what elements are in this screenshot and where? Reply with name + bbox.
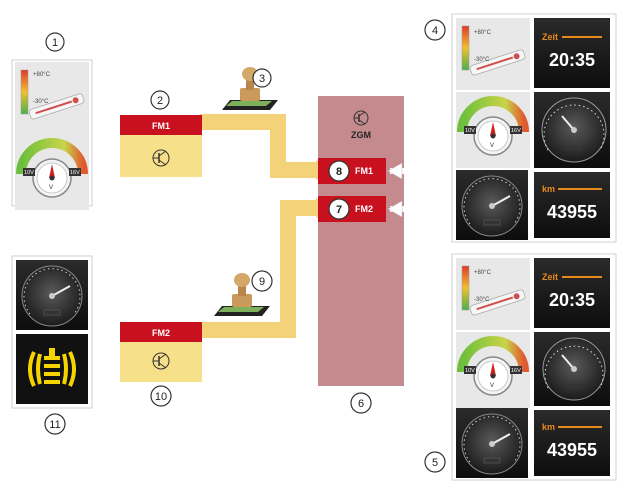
temp-high-text: +80°C <box>474 30 492 36</box>
fm1-module: FM1 <box>120 115 202 177</box>
callout-1-badge <box>45 32 65 52</box>
fm2-label: FM2 <box>152 328 170 338</box>
zgm-fm1-slot <box>318 158 386 184</box>
transistor-symbol-icon <box>353 110 369 126</box>
callout-8: 8 <box>336 166 342 178</box>
temp-high-text: +80°C <box>474 270 492 276</box>
callout-6-badge <box>350 392 372 414</box>
callout-2: 2 <box>157 95 163 107</box>
callout-8-badge <box>328 160 350 182</box>
callout-4-badge <box>424 19 446 41</box>
transistor-symbol-icon <box>152 352 170 370</box>
time-value: 20:35 <box>549 50 595 70</box>
fm1-label: FM1 <box>152 121 170 131</box>
volt-right-text: 16V <box>511 368 521 374</box>
time-value: 20:35 <box>549 290 595 310</box>
callout-3: 3 <box>259 73 265 85</box>
time-tile <box>534 258 610 328</box>
stamp-icon <box>222 67 278 110</box>
callout-9: 9 <box>259 276 265 288</box>
km-tile <box>534 410 610 476</box>
time-tile <box>534 18 610 88</box>
km-value: 43955 <box>547 440 597 460</box>
arrow-to-zgm-fm2 <box>387 200 403 218</box>
arrow-to-zgm-fm1 <box>387 162 403 180</box>
callout-6: 6 <box>358 398 364 410</box>
temp-high-text: +80°C <box>33 72 51 78</box>
zgm-fm2-label: FM2 <box>355 204 373 214</box>
callout-1: 1 <box>52 37 58 49</box>
volt-left-text: 10V <box>465 368 475 374</box>
zgm-label: ZGM <box>351 130 371 140</box>
km-tile <box>534 172 610 238</box>
km-title: km <box>542 422 555 432</box>
callout-10: 10 <box>155 391 167 403</box>
fm2-module: FM2 <box>120 322 202 382</box>
volt-right-text: 16V <box>70 170 80 176</box>
callout-11: 11 <box>49 419 60 431</box>
volt-left-text: 10V <box>24 170 34 176</box>
callout-7: 7 <box>336 204 342 216</box>
volt-unit-text: V <box>490 383 494 389</box>
callout-2-badge <box>150 90 170 110</box>
volt-unit-text: V <box>490 143 494 149</box>
time-title: Zeit <box>542 272 558 282</box>
callout-5-badge <box>424 451 446 473</box>
zgm-module: ZGM FM1 FM2 <box>318 96 404 386</box>
callout-4: 4 <box>432 25 438 37</box>
speedometer-icon <box>15 259 89 331</box>
km-title: km <box>542 184 555 194</box>
temp-low-text: -30°C <box>474 297 490 303</box>
stamp-icon <box>214 273 270 316</box>
glow-plug-warning-icon <box>16 334 88 404</box>
temp-low-text: -30°C <box>33 99 49 105</box>
volt-unit-text: V <box>49 185 53 191</box>
volt-right-text: 16V <box>511 128 521 134</box>
callout-5: 5 <box>432 457 438 469</box>
callout-9-badge <box>251 270 273 292</box>
sensor-panel-11 <box>11 255 93 409</box>
callout-10-badge <box>150 385 172 407</box>
volt-left-text: 10V <box>465 128 475 134</box>
display-panel-5: Zeit 20:35 km 43955 +80°C -30°C 10V 16V … <box>452 253 617 481</box>
display-panel-4: Zeit 20:35 km 43955 +80°C -30°C 10V 16V … <box>452 13 617 243</box>
callout-7-badge <box>328 198 350 220</box>
time-title: Zeit <box>542 32 558 42</box>
arrow-fm2-to-zgm <box>200 200 318 338</box>
arrow-fm1-to-zgm <box>200 114 318 178</box>
km-value: 43955 <box>547 202 597 222</box>
temp-low-text: -30°C <box>474 57 490 63</box>
sensor-panel-1: +80°C -30°C 10V 16V V <box>12 59 92 210</box>
callout-3-badge <box>252 68 272 88</box>
callout-11-badge <box>44 413 66 435</box>
zgm-fm1-label: FM1 <box>355 166 373 176</box>
transistor-symbol-icon <box>152 149 170 167</box>
zgm-fm2-slot <box>318 196 386 222</box>
